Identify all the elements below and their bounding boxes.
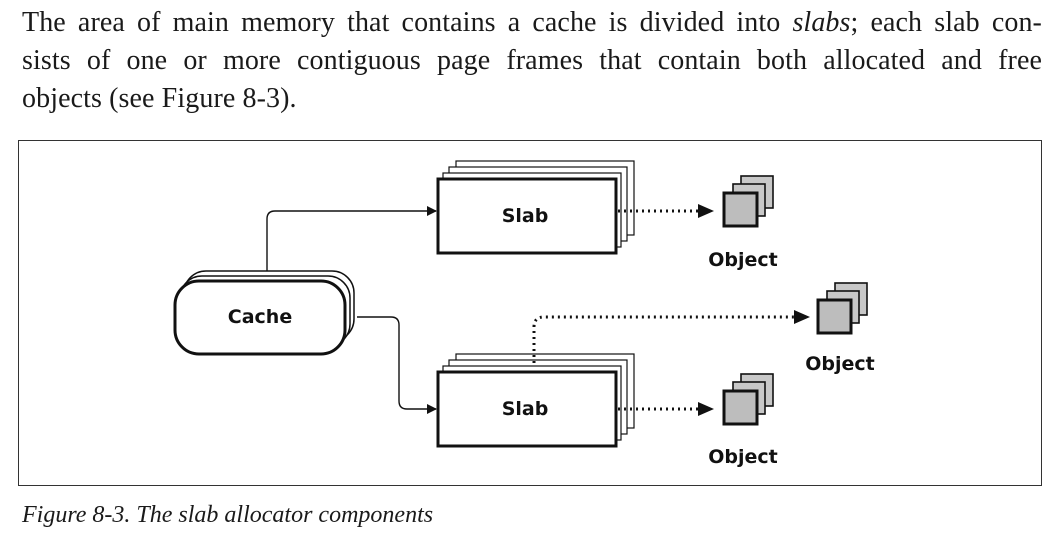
- slabs-emphasis: slabs: [792, 7, 851, 38]
- object-stack-top: Object: [708, 175, 778, 271]
- dotted-connector-middle: [532, 310, 810, 363]
- object-bottom-label: Object: [708, 446, 778, 468]
- object-middle-label: Object: [805, 353, 875, 375]
- slab-top-label: Slab: [502, 205, 549, 227]
- slab-bottom: Slab: [436, 353, 635, 448]
- paragraph-line-1-start: The area of main memory that contains a …: [22, 7, 793, 38]
- object-stack-middle: Object: [805, 282, 875, 375]
- object-stack-bottom: Object: [708, 373, 778, 468]
- slab-allocator-diagram: Cache Slab Slab: [173, 160, 875, 468]
- paragraph-line-1: The area of main memory that contains a …: [22, 4, 1042, 42]
- connector-cache-to-slab-bottom: [357, 316, 437, 414]
- paragraph-line-3: objects (see Figure 8-3).: [22, 83, 297, 114]
- figure-frame: Cache Slab Slab: [18, 140, 1042, 486]
- cache-box: Cache: [173, 270, 355, 356]
- slab-top: Slab: [436, 160, 635, 255]
- body-paragraph: The area of main memory that contains a …: [22, 4, 1042, 118]
- slab-bottom-label: Slab: [502, 398, 549, 420]
- cache-label: Cache: [228, 306, 292, 328]
- object-top-label: Object: [708, 249, 778, 271]
- paragraph-line-2: sists of one or more contiguous page fra…: [22, 45, 1042, 76]
- connector-cache-to-slab-top: [266, 206, 437, 271]
- figure-caption: Figure 8-3. The slab allocator component…: [22, 502, 434, 528]
- paragraph-line-1-end: ; each slab con-: [850, 7, 1042, 38]
